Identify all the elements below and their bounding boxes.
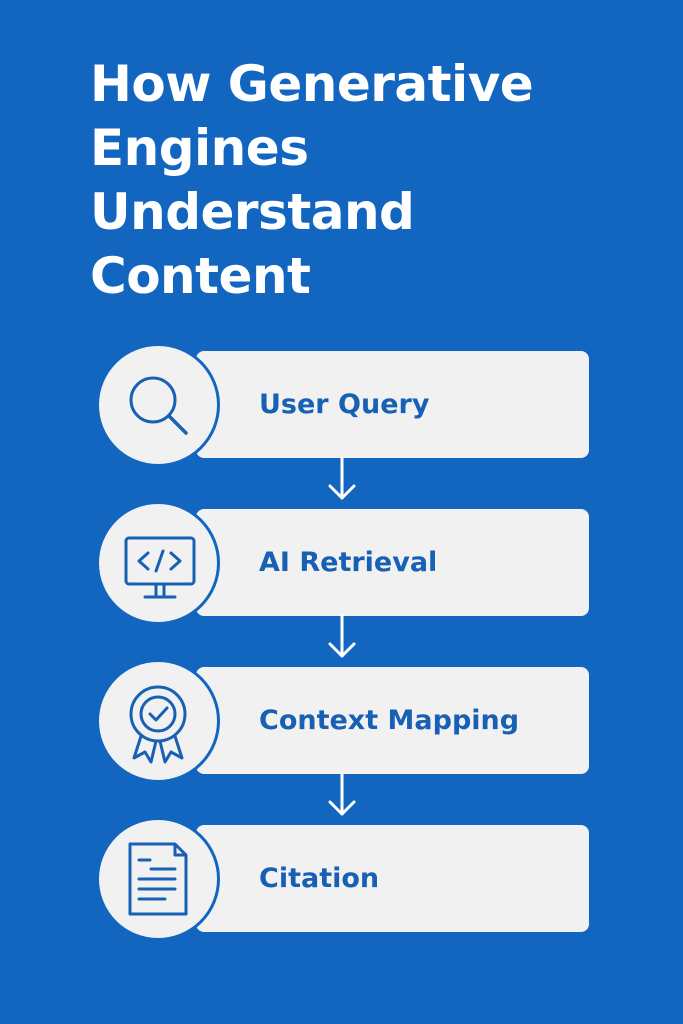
step-label: Citation <box>259 863 380 894</box>
arrow-down-icon <box>328 614 356 658</box>
step-citation: Citation <box>96 817 596 947</box>
step-ai-retrieval: AI Retrieval <box>96 501 596 631</box>
step-label: Context Mapping <box>259 705 520 736</box>
step-user-query: User Query <box>96 343 596 473</box>
step-icon-circle <box>96 343 220 467</box>
step-icon-circle <box>96 501 220 625</box>
step-card <box>196 825 589 932</box>
step-label: AI Retrieval <box>259 547 438 578</box>
arrow-down-icon <box>328 456 356 500</box>
badge-check-icon <box>129 685 187 764</box>
step-icon-circle <box>96 659 220 783</box>
code-monitor-icon <box>124 536 196 599</box>
search-icon <box>129 376 188 435</box>
step-card <box>196 351 589 458</box>
step-card <box>196 509 589 616</box>
document-icon <box>128 842 188 916</box>
step-card <box>196 667 589 774</box>
step-icon-circle <box>96 817 220 941</box>
arrow-down-icon <box>328 772 356 816</box>
page-title: How Generative Engines Understand Conten… <box>90 55 534 305</box>
step-context-mapping: Context Mapping <box>96 659 596 789</box>
step-label: User Query <box>259 389 430 420</box>
